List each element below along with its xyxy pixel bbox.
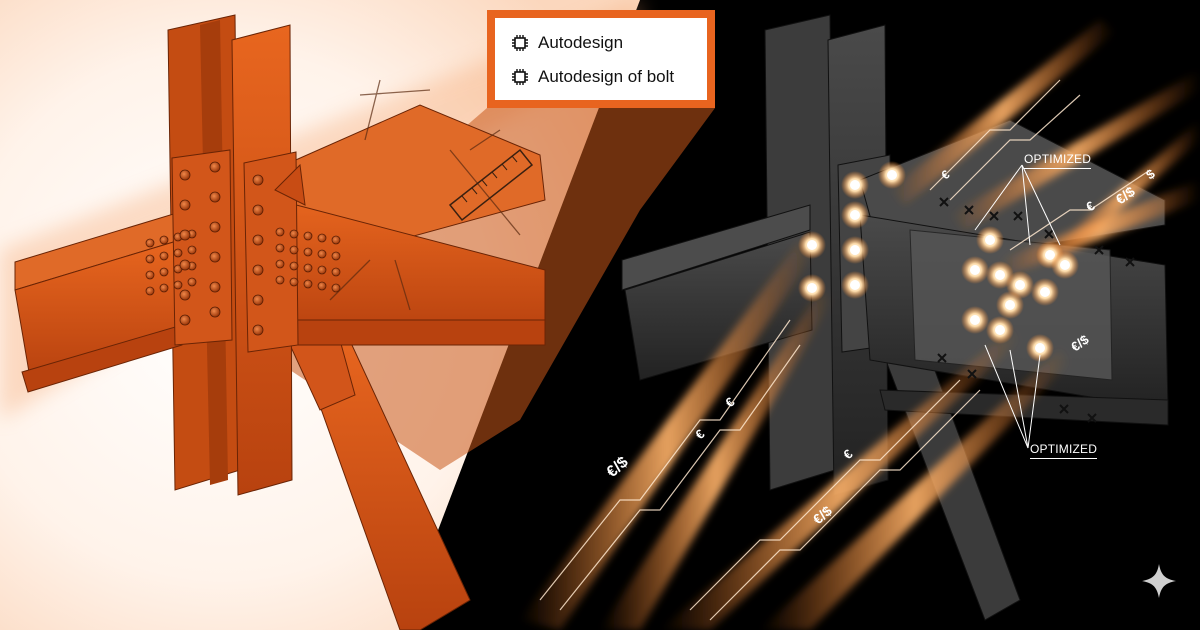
bolt bbox=[209, 161, 221, 173]
bolt bbox=[145, 286, 155, 296]
x-marks bbox=[937, 197, 1135, 423]
optimized-label-bottom: OPTIMIZED bbox=[1030, 442, 1098, 459]
bolt bbox=[252, 204, 264, 216]
bolt bbox=[331, 283, 341, 293]
bolt bbox=[275, 243, 285, 253]
glowing-bolt-core bbox=[1045, 250, 1055, 260]
glowing-bolt-core bbox=[850, 245, 860, 255]
bolt bbox=[303, 263, 313, 273]
bolt bbox=[289, 277, 299, 287]
bolt bbox=[159, 267, 169, 277]
glowing-bolt-core bbox=[1005, 300, 1015, 310]
bolt bbox=[145, 254, 155, 264]
legend-item-autodesign[interactable]: Autodesign bbox=[511, 26, 697, 60]
chip-icon bbox=[512, 69, 528, 85]
bolt bbox=[252, 234, 264, 246]
bolt bbox=[252, 174, 264, 186]
legend-label: Autodesign bbox=[538, 33, 624, 52]
bolt bbox=[317, 233, 327, 243]
bolt bbox=[145, 270, 155, 280]
glowing-bolt-core bbox=[1015, 280, 1025, 290]
glowing-bolt-core bbox=[1060, 260, 1070, 270]
optimized-leader-lines bbox=[974, 164, 1061, 449]
bolt bbox=[252, 324, 264, 336]
optimized-label-top: OPTIMIZED bbox=[1024, 152, 1092, 169]
ruler-icon bbox=[448, 148, 534, 222]
glowing-bolt-core bbox=[1035, 343, 1045, 353]
bolt bbox=[179, 229, 191, 241]
bolt bbox=[145, 238, 155, 248]
legend-label: Autodesign of bolt bbox=[538, 67, 675, 86]
bolt bbox=[159, 283, 169, 293]
bolt bbox=[317, 265, 327, 275]
bolt bbox=[159, 251, 169, 261]
bolt bbox=[179, 314, 191, 326]
bolt bbox=[331, 267, 341, 277]
sparkle-icon bbox=[1142, 564, 1176, 598]
glowing-bolt-group bbox=[798, 161, 1079, 362]
bolt bbox=[179, 259, 191, 271]
bolt bbox=[179, 169, 191, 181]
legend-panel: Autodesign Autodesign of bolt bbox=[495, 18, 707, 100]
glowing-bolt-core bbox=[807, 283, 817, 293]
glowing-bolt-core bbox=[807, 240, 817, 250]
glowing-bolt-core bbox=[970, 315, 980, 325]
glowing-bolt-core bbox=[995, 270, 1005, 280]
bolt bbox=[159, 235, 169, 245]
bolt bbox=[303, 231, 313, 241]
bolt bbox=[289, 245, 299, 255]
bolt bbox=[187, 245, 197, 255]
bolt bbox=[275, 227, 285, 237]
chip-icon bbox=[512, 35, 528, 51]
bolt bbox=[173, 280, 183, 290]
bolt bbox=[303, 247, 313, 257]
glowing-bolt-core bbox=[850, 180, 860, 190]
bolt bbox=[209, 281, 221, 293]
bolt bbox=[252, 294, 264, 306]
legend-item-autodesign-of-bolt[interactable]: Autodesign of bolt bbox=[511, 60, 697, 94]
bolt bbox=[331, 235, 341, 245]
bolt bbox=[179, 199, 191, 211]
bolt bbox=[209, 251, 221, 263]
glowing-bolt-core bbox=[850, 280, 860, 290]
glowing-bolt-core bbox=[887, 170, 897, 180]
glowing-bolt-core bbox=[995, 325, 1005, 335]
bolt bbox=[289, 229, 299, 239]
bolt bbox=[303, 279, 313, 289]
orange-bolt-group bbox=[145, 161, 341, 336]
bolt bbox=[209, 221, 221, 233]
bolt bbox=[317, 281, 327, 291]
bolt bbox=[252, 264, 264, 276]
glowing-bolt-core bbox=[850, 210, 860, 220]
bolt bbox=[289, 261, 299, 271]
bolt bbox=[317, 249, 327, 259]
bolt bbox=[209, 191, 221, 203]
bolt bbox=[173, 248, 183, 258]
bolt bbox=[179, 289, 191, 301]
bolt bbox=[209, 306, 221, 318]
glowing-bolt-core bbox=[985, 235, 995, 245]
bolt bbox=[331, 251, 341, 261]
bolt bbox=[187, 277, 197, 287]
bolt bbox=[275, 275, 285, 285]
legend-box: Autodesign Autodesign of bolt bbox=[487, 10, 715, 108]
glowing-bolt-core bbox=[1040, 287, 1050, 297]
glowing-bolt-core bbox=[970, 265, 980, 275]
bolt bbox=[275, 259, 285, 269]
